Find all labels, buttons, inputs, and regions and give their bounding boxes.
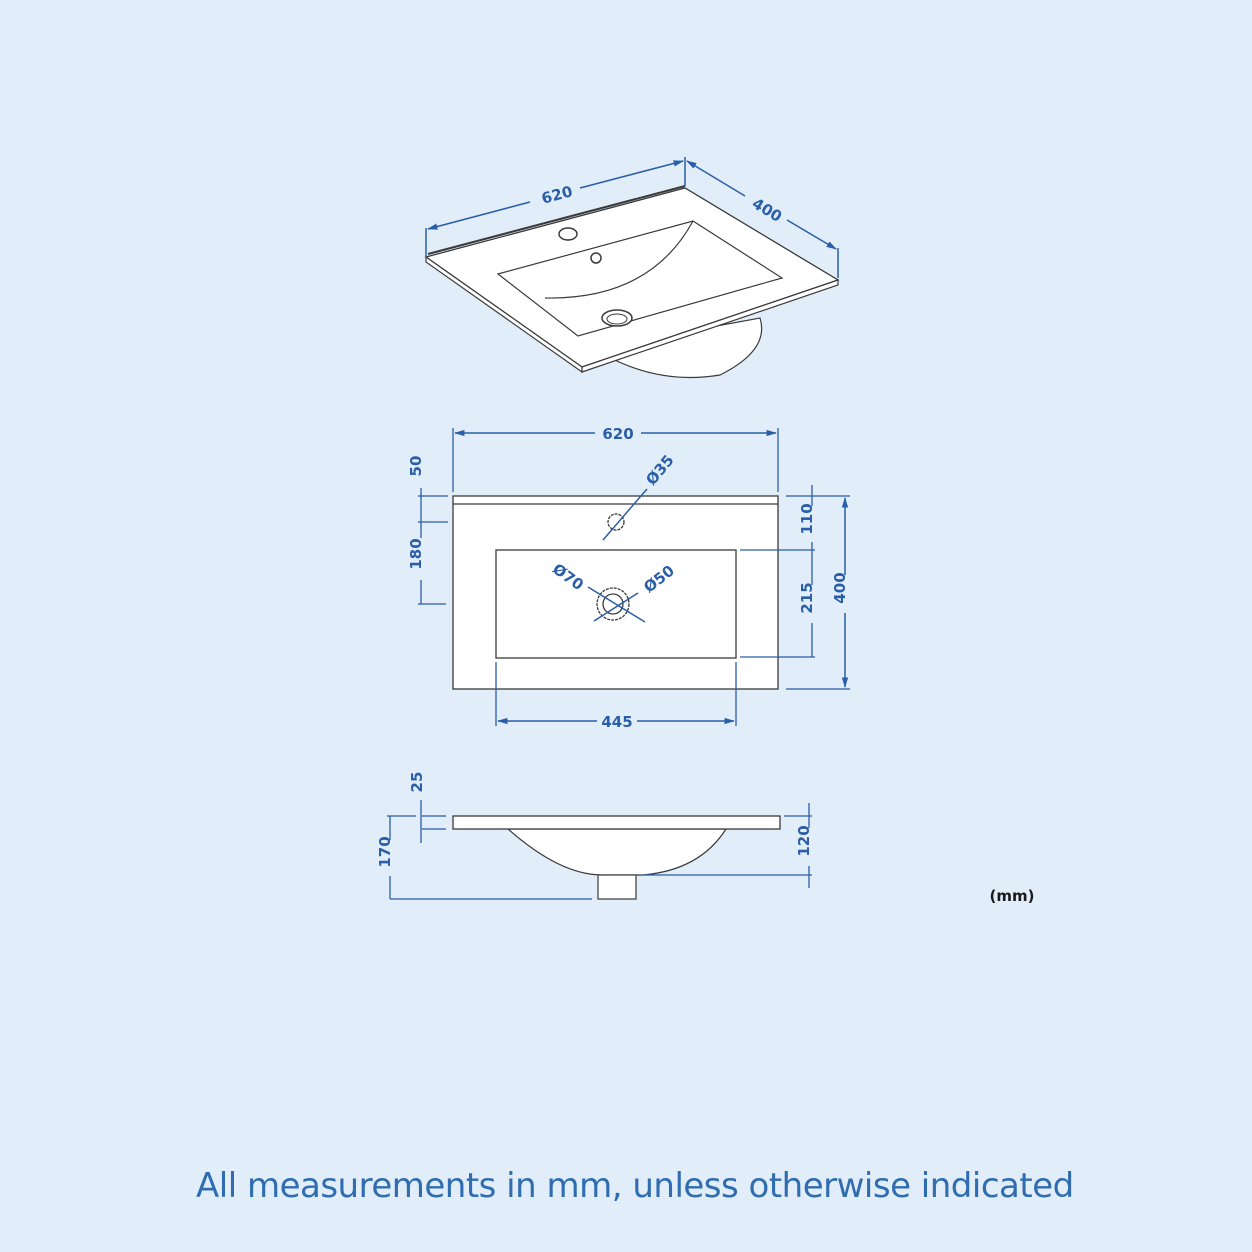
tap-hole-diameter-label: Ø35: [642, 451, 677, 488]
units-label: (mm): [990, 887, 1035, 905]
bowl-width-label: 445: [601, 713, 632, 731]
iso-width-dimension-line: [426, 201, 531, 230]
side-view: 25 170 120: [376, 772, 818, 900]
plan-view: Ø35 Ø70 Ø50 620 50 180 110 215 400: [407, 425, 854, 731]
bowl-profile: [506, 828, 728, 876]
iso-width-label: 620: [540, 182, 575, 207]
deck-profile: [452, 815, 781, 830]
tap-hole: [607, 513, 625, 531]
measurement-note: All measurements in mm, unless otherwise…: [196, 1166, 1074, 1206]
waste-outlet: [597, 874, 637, 900]
iso-depth-dimension-line: [686, 160, 746, 197]
bowl-height-label: 120: [795, 825, 813, 856]
plan-depth-label: 400: [831, 572, 849, 603]
taphole-to-bowl-label: 180: [407, 538, 425, 569]
front-rim-to-bowl-label: 110: [798, 503, 816, 534]
isometric-view: 620 400: [424, 157, 840, 379]
bowl-opening: [496, 220, 784, 337]
overall-height-label: 170: [376, 836, 394, 867]
overflow-hole: [590, 252, 602, 264]
rim-to-taphole-label: 50: [407, 456, 425, 477]
deck-thickness-label: 25: [408, 772, 426, 793]
tap-hole: [558, 227, 578, 241]
bowl-underside: [603, 317, 763, 379]
plan-width-label: 620: [602, 425, 633, 443]
bowl-depth-label: 215: [798, 582, 816, 613]
iso-depth-label: 400: [749, 194, 785, 226]
countertop-right-edge: [581, 279, 839, 373]
